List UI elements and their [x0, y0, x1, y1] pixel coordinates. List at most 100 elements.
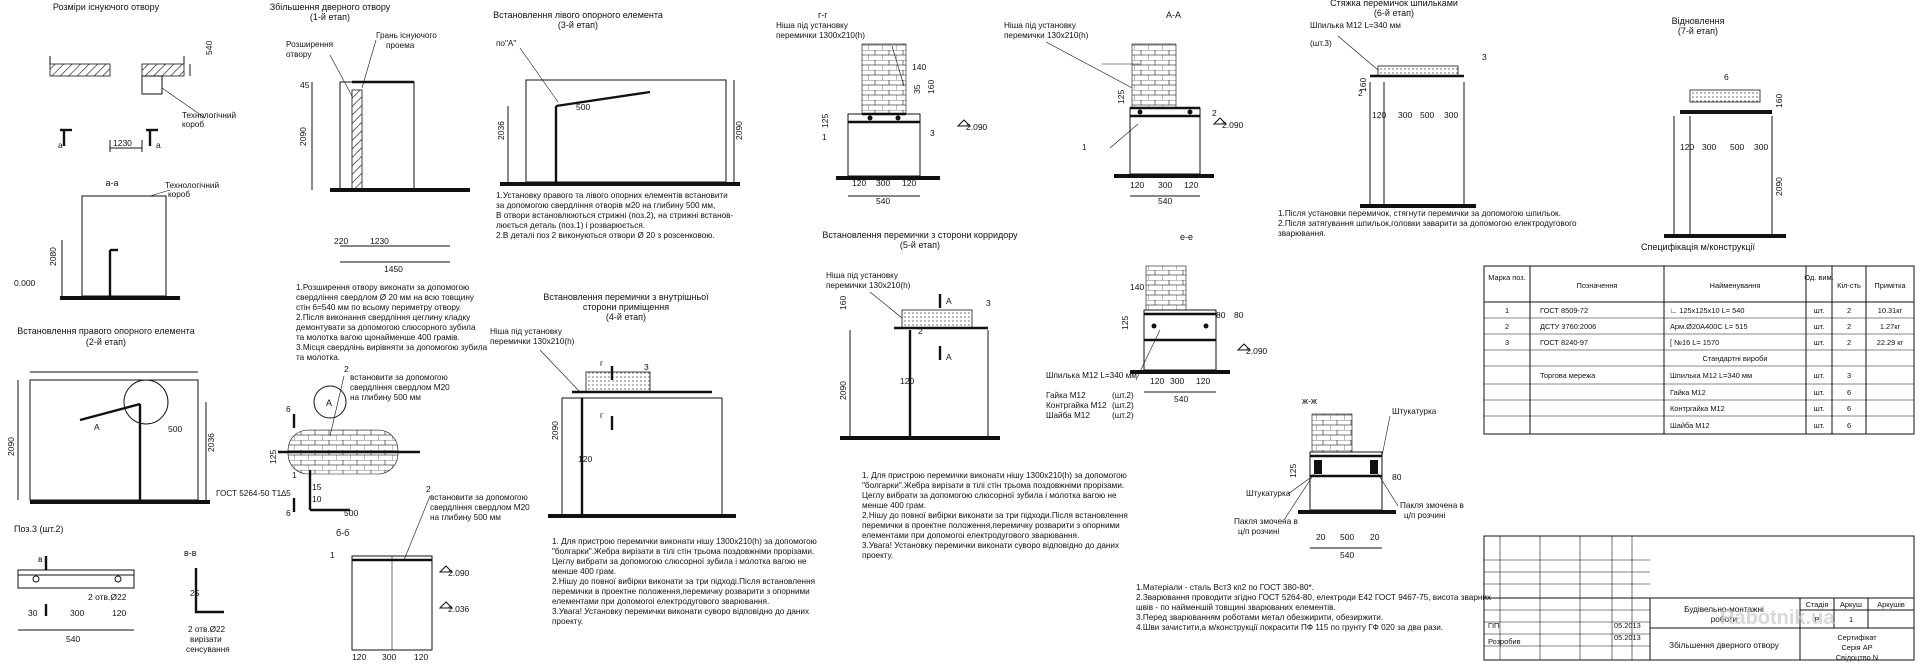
svg-text:А: А	[94, 422, 100, 432]
existing-opening-edge	[339, 81, 415, 191]
svg-text:1: 1	[1849, 615, 1853, 624]
svg-text:(3-й етап): (3-й етап)	[558, 20, 598, 30]
svg-text:1. Для пристрою перемички вико: 1. Для пристрою перемички виконати нішу …	[552, 537, 817, 546]
svg-text:свердління свердлом М20: свердління свердлом М20	[430, 503, 530, 512]
svg-text:Ніша під установку: Ніша під установку	[826, 271, 899, 280]
svg-text:ГІП: ГІП	[1488, 621, 1499, 630]
svg-text:120: 120	[1372, 110, 1386, 120]
svg-text:сторони приміщення: сторони приміщення	[583, 302, 669, 312]
spec-cell: 3	[1847, 371, 1851, 380]
svg-text:140: 140	[1130, 282, 1144, 292]
spec-cell: шт.	[1814, 338, 1825, 347]
svg-text:540: 540	[876, 196, 890, 206]
svg-text:125: 125	[820, 114, 830, 128]
svg-text:Грань існуючого: Грань існуючого	[376, 31, 437, 40]
spec-cell: Контргайка М12	[1670, 404, 1725, 413]
svg-text:ж-ж: ж-ж	[1302, 396, 1317, 406]
svg-text:160: 160	[1358, 78, 1368, 92]
svg-text:2036: 2036	[206, 433, 216, 452]
title-block: ГІП Розробив 05.2013 05.2013 Будівельно-…	[1483, 535, 1915, 662]
svg-text:встановити за допомогою: встановити за допомогою	[350, 373, 448, 382]
aa-wall	[1129, 107, 1201, 175]
svg-text:та молотка вагою щонайменше 4: та молотка вагою щонайменше 400 грамів.	[296, 333, 460, 342]
spec-cell: Стандартні вироби	[1703, 354, 1768, 363]
svg-text:2: 2	[344, 364, 349, 374]
svg-text:Технологічний: Технологічний	[182, 111, 236, 120]
svg-text:1450: 1450	[384, 264, 403, 274]
spec-cell: Гайка М12	[1670, 388, 1706, 397]
svg-text:300: 300	[1170, 376, 1184, 386]
svg-text:е-е: е-е	[1180, 232, 1193, 242]
svg-text:120: 120	[414, 652, 428, 662]
svg-text:Шпилька М12 L=340 мм: Шпилька М12 L=340 мм	[1310, 21, 1401, 30]
svg-text:(1-й етап): (1-й етап)	[310, 12, 350, 22]
svg-text:300: 300	[1444, 110, 1458, 120]
svg-text:менше 400 грам.: менше 400 грам.	[862, 501, 926, 510]
svg-text:на глибину 500 мм: на глибину 500 мм	[430, 513, 501, 522]
svg-text:Пакля змочена в: Пакля змочена в	[1400, 501, 1464, 510]
svg-text:в: в	[38, 554, 43, 564]
svg-text:Пакля змочена в: Пакля змочена в	[1234, 517, 1298, 526]
svg-text:Сертифікат: Сертифікат	[1837, 633, 1877, 642]
spec-cell: 2	[1505, 322, 1509, 331]
svg-text:2.Нішу до повної вибірки викон: 2.Нішу до повної вибірки виконати за три…	[862, 511, 1128, 520]
svg-text:05.2013: 05.2013	[1614, 621, 1641, 630]
spec-cell: шт.	[1814, 388, 1825, 397]
svg-text:Технологічний: Технологічний	[165, 181, 219, 190]
spec-cell: шт.	[1814, 371, 1825, 380]
svg-text:2080: 2080	[48, 247, 58, 266]
spec-cell: ДСТУ 3760:2006	[1540, 322, 1596, 331]
svg-text:г-г: г-г	[818, 10, 828, 20]
svg-text:15: 15	[312, 482, 322, 492]
svg-text:500: 500	[1730, 142, 1744, 152]
svg-text:проема: проема	[386, 41, 415, 50]
svg-text:120: 120	[852, 178, 866, 188]
svg-text:500: 500	[344, 508, 358, 518]
svg-text:300: 300	[382, 652, 396, 662]
svg-text:20: 20	[1316, 532, 1326, 542]
stage3-left-support: Встановлення лівого опорного елемента (3…	[493, 10, 744, 240]
spec-cell: 2	[1847, 306, 1851, 315]
svg-text:6: 6	[286, 508, 291, 518]
svg-text:Цеглу вибрати за допомогою слю: Цеглу вибрати за допомогою слюсорної зуб…	[552, 557, 807, 566]
svg-text:1.Після установки перемичок, с: 1.Після установки перемичок, стягнути пе…	[1278, 209, 1561, 218]
svg-text:120: 120	[578, 454, 592, 464]
svg-text:б-б: б-б	[336, 528, 349, 538]
section-e-e: е-е 140 80 80 2.090 120 300 120 540 Шпил…	[1046, 232, 1268, 420]
svg-text:2090: 2090	[734, 121, 744, 140]
spec-cell: 22.29 кг	[1877, 338, 1904, 347]
svg-text:ГОСТ 5264-50 Т1∆5: ГОСТ 5264-50 Т1∆5	[216, 489, 291, 498]
svg-text:а: а	[156, 140, 161, 150]
existing-opening-view: Розміри існуючого отвору 540 1230 а а Те…	[49, 2, 236, 152]
tech-box-outline	[141, 75, 163, 95]
svg-text:1: 1	[330, 550, 335, 560]
svg-text:свердління свердлом М20: свердління свердлом М20	[350, 383, 450, 392]
svg-text:перемички в проектне положення: перемички в проектне положення,перемичку…	[862, 521, 1120, 530]
svg-text:30: 30	[28, 608, 38, 618]
svg-text:Ніша під установку: Ніша під установку	[1004, 21, 1077, 30]
svg-text:Збільшення дверного отвору: Збільшення дверного отвору	[1669, 641, 1780, 650]
svg-text:г: г	[600, 358, 603, 368]
watermark-logo: Rabotnik.ua	[1720, 607, 1835, 629]
svg-text:300: 300	[1398, 110, 1412, 120]
svg-text:В отвори встановлюються стрижн: В отвори встановлюються стрижні (поз.2),…	[496, 211, 734, 220]
svg-text:(шт.2): (шт.2)	[1112, 391, 1134, 400]
svg-text:3: 3	[930, 128, 935, 138]
svg-text:перемички в проектне положення: перемички в проектне положення,перемичку…	[552, 587, 810, 596]
svg-text:сенсування: сенсування	[186, 645, 230, 654]
svg-text:проекту.: проекту.	[552, 617, 583, 626]
wall-right-section	[141, 63, 185, 77]
svg-text:2036: 2036	[496, 121, 506, 140]
svg-text:300: 300	[876, 178, 890, 188]
svg-text:(шт.3): (шт.3)	[1310, 39, 1332, 48]
svg-text:Ніша під установку: Ніша під установку	[776, 21, 849, 30]
svg-text:2.Після затягування шпильок,го: 2.Після затягування шпильок,головки зава…	[1278, 219, 1577, 228]
spec-cell: 2	[1847, 322, 1851, 331]
svg-text:2.090: 2.090	[966, 122, 988, 132]
wall-left-section	[49, 63, 111, 77]
svg-text:2.Зварювання проводити згідно: 2.Зварювання проводити згідно ГОСТ 5264-…	[1136, 593, 1491, 602]
svg-text:(шт.2): (шт.2)	[1112, 411, 1134, 420]
svg-text:3.Перед зварюванням роботами м: 3.Перед зварюванням роботами метал обезж…	[1136, 613, 1383, 622]
svg-text:Серія АР: Серія АР	[1841, 643, 1872, 652]
svg-text:короб: короб	[182, 120, 204, 129]
